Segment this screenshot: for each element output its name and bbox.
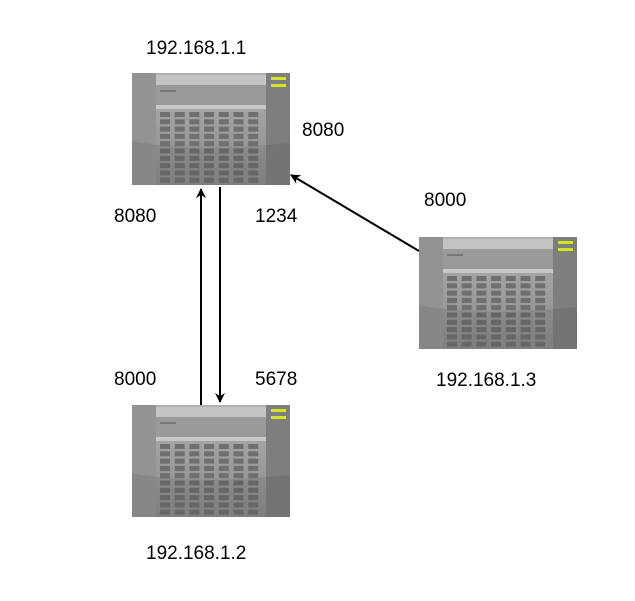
port-label: 8000 bbox=[114, 369, 157, 390]
port-label: 8080 bbox=[114, 206, 157, 227]
server-3-label: 192.168.1.3 bbox=[436, 370, 537, 391]
server-icon-1[interactable] bbox=[132, 73, 290, 185]
server-2-label: 192.168.1.2 bbox=[146, 543, 247, 564]
port-label: 8080 bbox=[302, 120, 345, 141]
port-label: 5678 bbox=[255, 369, 298, 390]
port-label: 1234 bbox=[255, 206, 298, 227]
server-icon-3[interactable] bbox=[419, 237, 577, 349]
port-label: 8000 bbox=[424, 190, 467, 211]
edge-s3-to-s1 bbox=[290, 174, 420, 252]
server-1-label: 192.168.1.1 bbox=[146, 38, 247, 59]
server-icon-2[interactable] bbox=[132, 405, 290, 517]
